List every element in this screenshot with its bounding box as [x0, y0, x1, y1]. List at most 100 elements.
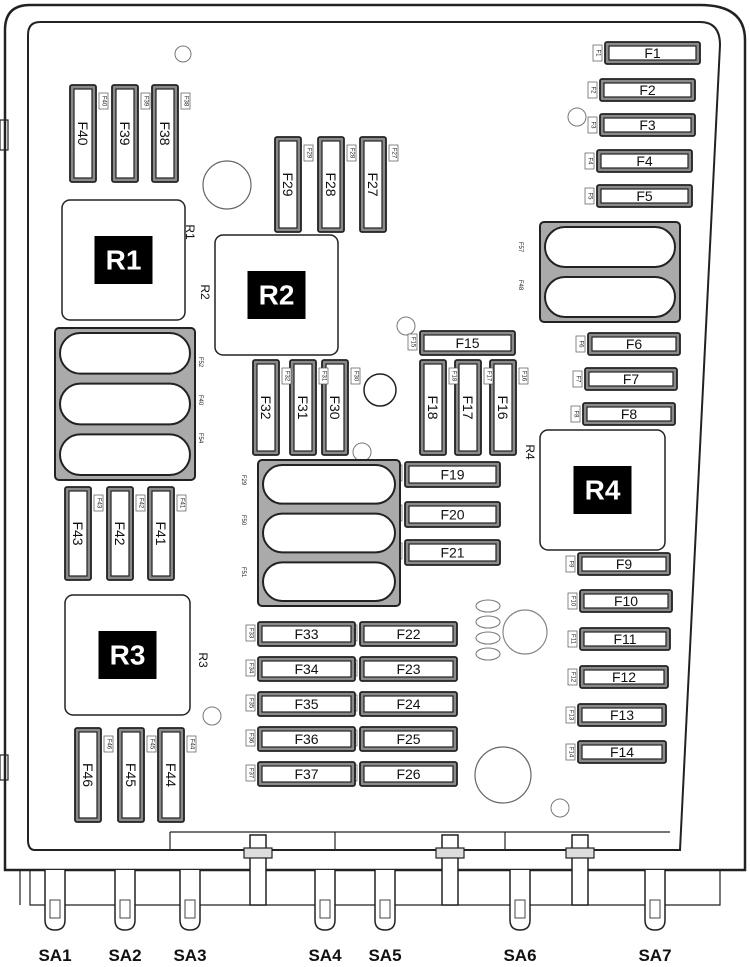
- fuse-f2[interactable]: F2: [599, 78, 696, 102]
- svg-text:F38: F38: [183, 96, 189, 107]
- fuse-f3[interactable]: F3: [599, 113, 696, 137]
- fuse-label: F25: [396, 731, 420, 747]
- fuse-tag: F37: [245, 764, 256, 782]
- fuse-f22[interactable]: F22: [359, 621, 458, 647]
- connector-sa5[interactable]: SA5: [368, 870, 402, 965]
- fuse-label: F10: [614, 593, 638, 609]
- fuse-f13[interactable]: F13: [577, 703, 667, 727]
- fuse-tag: F40: [98, 92, 109, 110]
- fuse-tag: F46: [103, 735, 114, 753]
- fuse-tag: F3: [587, 116, 598, 134]
- fuse-f34[interactable]: F34: [257, 656, 356, 682]
- svg-text:F39: F39: [143, 96, 149, 107]
- fuse-f45[interactable]: F45: [117, 727, 145, 823]
- fuse-f11[interactable]: F11: [579, 627, 671, 651]
- fuse-f36[interactable]: F36: [257, 726, 356, 752]
- fuse-label: F36: [294, 731, 318, 747]
- fuse-f42[interactable]: F42: [106, 486, 134, 581]
- fuse-f23[interactable]: F23: [359, 656, 458, 682]
- connector-sa4[interactable]: SA4: [308, 870, 342, 965]
- svg-text:F32: F32: [284, 371, 290, 382]
- fuse-f14[interactable]: F14: [577, 740, 667, 764]
- fuse-f30[interactable]: F30: [321, 359, 349, 456]
- fuse-f41[interactable]: F41: [147, 486, 175, 581]
- connector-sa1[interactable]: SA1: [38, 870, 72, 965]
- fuse-f18[interactable]: F18: [419, 359, 447, 456]
- fuse-label: F5: [636, 188, 653, 204]
- fuse-f26[interactable]: F26: [359, 761, 458, 787]
- fuse-f40[interactable]: F40: [69, 84, 97, 183]
- maxi-fuse-tag: F57: [517, 242, 523, 253]
- fuse-f33[interactable]: F33: [257, 621, 356, 647]
- fuse-f21[interactable]: F21: [404, 539, 501, 566]
- svg-text:F12: F12: [570, 672, 576, 683]
- fuse-tag: F14: [565, 743, 576, 761]
- fuse-f38[interactable]: F38: [151, 84, 179, 183]
- fuse-f6[interactable]: F6: [587, 332, 681, 356]
- connector-sa2[interactable]: SA2: [108, 870, 142, 965]
- fuse-label: F12: [612, 669, 636, 685]
- maxi-fuse-block-right[interactable]: [539, 221, 681, 323]
- fuse-f12[interactable]: F12: [579, 665, 669, 689]
- fuse-f9[interactable]: F9: [577, 552, 671, 576]
- svg-text:F11: F11: [570, 634, 576, 645]
- connector-sa7[interactable]: SA7: [638, 870, 672, 965]
- fuse-f25[interactable]: F25: [359, 726, 458, 752]
- fuse-f39[interactable]: F39: [111, 84, 139, 183]
- fuse-f24[interactable]: F24: [359, 691, 458, 717]
- fuse-f19[interactable]: F19: [404, 461, 501, 488]
- fuse-tag: F41: [176, 494, 187, 512]
- fuse-f28[interactable]: F28: [317, 136, 345, 233]
- fuse-f27[interactable]: F27: [359, 136, 387, 233]
- fuse-label: F30: [327, 395, 343, 419]
- fuse-f1[interactable]: F1: [604, 41, 701, 65]
- fuse-f10[interactable]: F10: [579, 589, 673, 613]
- relay-side-label: R3: [196, 652, 210, 668]
- fuse-f44[interactable]: F44: [157, 727, 185, 823]
- fuse-label: F46: [80, 763, 96, 787]
- fuse-tag: F30: [350, 367, 361, 385]
- fuse-label: F9: [616, 556, 633, 572]
- fuse-f43[interactable]: F43: [64, 486, 92, 581]
- fuse-f37[interactable]: F37: [257, 761, 356, 787]
- fuse-f35[interactable]: F35: [257, 691, 356, 717]
- svg-text:F6: F6: [578, 340, 584, 348]
- fuse-label: F22: [396, 626, 420, 642]
- svg-text:F46: F46: [106, 739, 112, 750]
- fuse-label: F26: [396, 766, 420, 782]
- fuse-f16[interactable]: F16: [489, 359, 517, 456]
- maxi-fuse-block-center[interactable]: [257, 459, 401, 607]
- svg-text:F35: F35: [248, 698, 254, 709]
- fuse-tag: F1: [592, 44, 603, 62]
- fuse-f8[interactable]: F8: [582, 402, 676, 426]
- fuse-f17[interactable]: F17: [454, 359, 482, 456]
- svg-text:F10: F10: [570, 596, 576, 607]
- fuse-tag: F7: [572, 370, 583, 388]
- fuse-tag: F27: [388, 144, 399, 162]
- fuse-label: F43: [70, 521, 86, 545]
- connector-sa6[interactable]: SA6: [503, 870, 537, 965]
- fuse-f15[interactable]: F15: [419, 330, 516, 356]
- fuse-f4[interactable]: F4: [596, 149, 693, 173]
- fuse-f20[interactable]: F20: [404, 501, 501, 528]
- fuse-f46[interactable]: F46: [74, 727, 102, 823]
- svg-text:F4: F4: [587, 157, 593, 165]
- fuse-tag: F42: [135, 494, 146, 512]
- svg-text:F30: F30: [353, 371, 359, 382]
- fuse-f31[interactable]: F31: [289, 359, 317, 456]
- connector-sa3[interactable]: SA3: [173, 870, 207, 965]
- fuse-tag: F12: [567, 668, 578, 686]
- fuse-f5[interactable]: F5: [596, 184, 693, 208]
- svg-text:F31: F31: [321, 371, 327, 382]
- maxi-fuse-block-left[interactable]: [54, 327, 196, 481]
- fuse-label: F37: [294, 766, 318, 782]
- svg-text:F40: F40: [101, 96, 107, 107]
- fuse-f7[interactable]: F7: [584, 367, 678, 391]
- fuse-f29[interactable]: F29: [274, 136, 302, 233]
- housing: [0, 3, 747, 906]
- fuse-f32[interactable]: F32: [252, 359, 280, 456]
